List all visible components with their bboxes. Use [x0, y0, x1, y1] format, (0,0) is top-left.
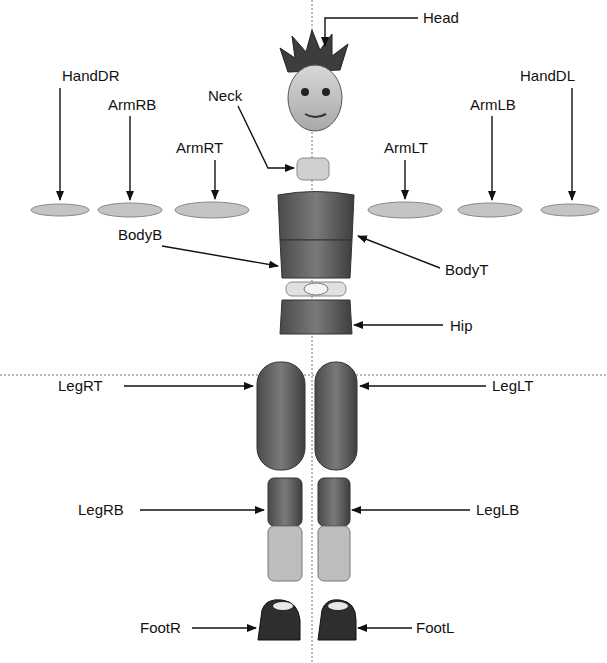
part-label: Neck — [208, 88, 242, 105]
part-label: ArmLB — [470, 97, 516, 114]
part-label: LegRB — [78, 502, 124, 519]
part-label: LegLT — [492, 378, 533, 395]
part-label: ArmLT — [384, 140, 428, 157]
part-label: HandDL — [520, 68, 575, 85]
part-label: Hip — [450, 318, 473, 335]
part-label: LegLB — [476, 502, 519, 519]
part-label: BodyB — [118, 227, 162, 244]
part-label: FootR — [140, 620, 181, 637]
leader-lines — [60, 18, 572, 628]
part-label: FootL — [416, 620, 454, 637]
part-label: HandDR — [62, 68, 120, 85]
part-label: ArmRT — [176, 140, 223, 157]
part-label: ArmRB — [108, 97, 156, 114]
part-label: BodyT — [445, 262, 488, 279]
part-label: Head — [423, 10, 459, 27]
part-label: LegRT — [58, 378, 103, 395]
